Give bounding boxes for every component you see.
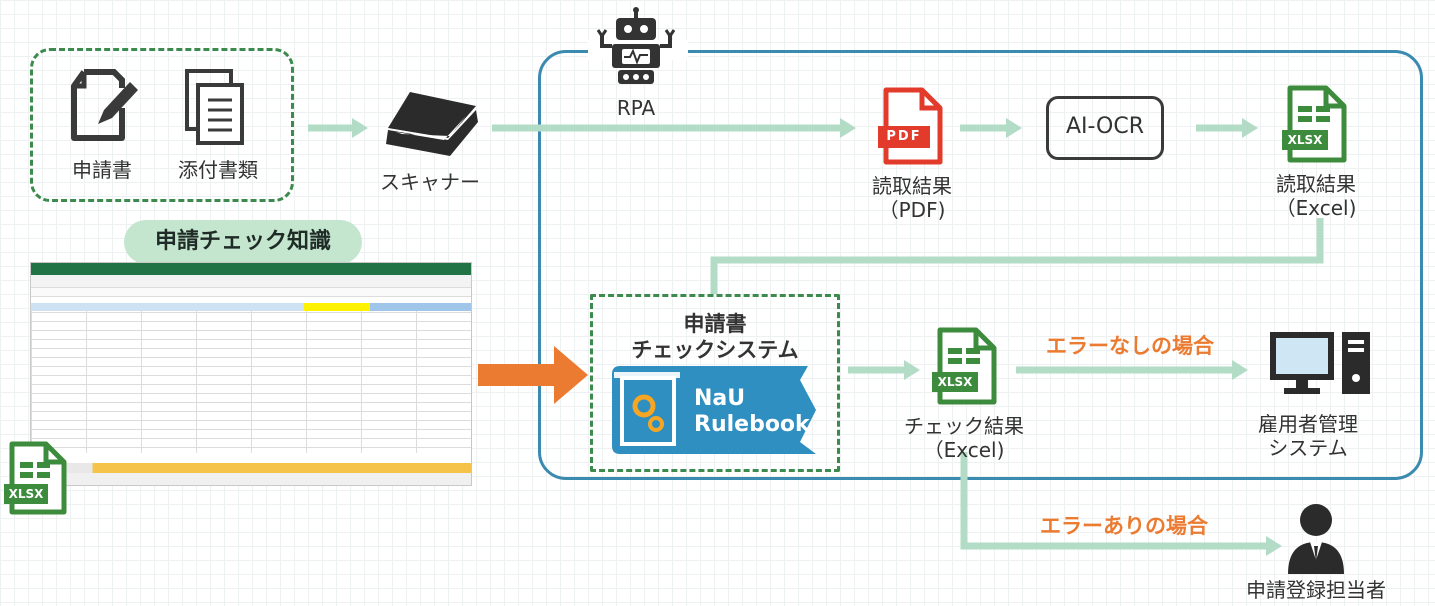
check-result-line2: （Excel) xyxy=(923,438,1005,462)
arrow-head xyxy=(1232,360,1248,380)
pdf-file-icon xyxy=(878,87,943,165)
attachments-label: 添付書類 xyxy=(178,158,258,182)
check-result-badge: XLSX xyxy=(937,375,973,389)
spreadsheet-thumbnail xyxy=(30,262,472,486)
spreadsheet-header-row xyxy=(31,303,471,311)
employer-system-line1: 雇用者管理 xyxy=(1258,412,1358,436)
registrar-label: 申請登録担当者 xyxy=(1246,578,1386,602)
knowledge-excel-icon xyxy=(4,441,67,515)
no-error-label: エラーなしの場合 xyxy=(1046,334,1214,358)
inputs-box xyxy=(30,48,294,202)
arrow-head xyxy=(904,360,920,380)
excel-result-line2: （Excel) xyxy=(1275,196,1357,220)
knowledge-xlsx-badge: XLSX xyxy=(8,487,44,501)
ai-ocr-box xyxy=(1046,96,1164,160)
arrow-excel-to-check xyxy=(710,218,1324,294)
application-form-label: 申請書 xyxy=(72,158,132,182)
arrow-result-to-registrar xyxy=(960,452,1266,550)
ai-ocr-label: AI-OCR xyxy=(1065,114,1145,139)
arrow-head xyxy=(840,118,856,138)
arrow-head xyxy=(1242,118,1258,138)
spreadsheet-titlebar xyxy=(31,263,471,275)
rulebook-line2: Rulebook xyxy=(694,412,810,437)
excel-badge: XLSX xyxy=(1287,133,1323,147)
spreadsheet-ribbon xyxy=(31,275,471,288)
arrow-knowledge-to-check xyxy=(478,364,556,386)
check-result-line1: チェック結果 xyxy=(904,414,1024,438)
rulebook-icon xyxy=(612,366,816,454)
computer-icon xyxy=(1270,332,1370,394)
excel-result-line1: 読取結果 xyxy=(1276,172,1356,196)
arrow-head xyxy=(1266,536,1282,556)
arrow-head xyxy=(1006,118,1022,138)
spreadsheet-grid xyxy=(31,303,471,453)
person-icon xyxy=(1288,504,1344,574)
arrow-head xyxy=(352,118,368,138)
knowledge-title: 申請チェック知識 xyxy=(124,220,362,264)
excel-file-icon xyxy=(1282,85,1347,163)
rulebook-line1: NaU xyxy=(694,386,746,411)
pdf-badge: PDF xyxy=(886,129,922,144)
check-result-excel-icon xyxy=(932,327,997,405)
attachments-icon xyxy=(185,69,244,145)
pdf-result-line1: 読取結果 xyxy=(872,174,952,198)
spreadsheet-status-bar xyxy=(31,473,471,485)
check-system-line2: チェックシステム xyxy=(631,338,799,362)
spreadsheet-sheet-tabs xyxy=(31,463,471,473)
application-form-icon xyxy=(71,69,138,141)
check-system-box xyxy=(590,294,840,472)
pdf-result-line2: （PDF) xyxy=(878,198,946,222)
check-system-line1: 申請書 xyxy=(683,312,747,336)
scanner-label: スキャナー xyxy=(380,170,480,194)
arrow-head-orange xyxy=(554,346,588,404)
with-error-label: エラーありの場合 xyxy=(1040,514,1208,538)
spreadsheet-formula-bar xyxy=(31,288,471,297)
robot-icon xyxy=(596,7,676,84)
rpa-frame xyxy=(538,50,1423,480)
scanner-icon xyxy=(386,92,478,156)
rpa-label: RPA xyxy=(616,96,656,120)
employer-system-line2: システム xyxy=(1268,436,1348,460)
